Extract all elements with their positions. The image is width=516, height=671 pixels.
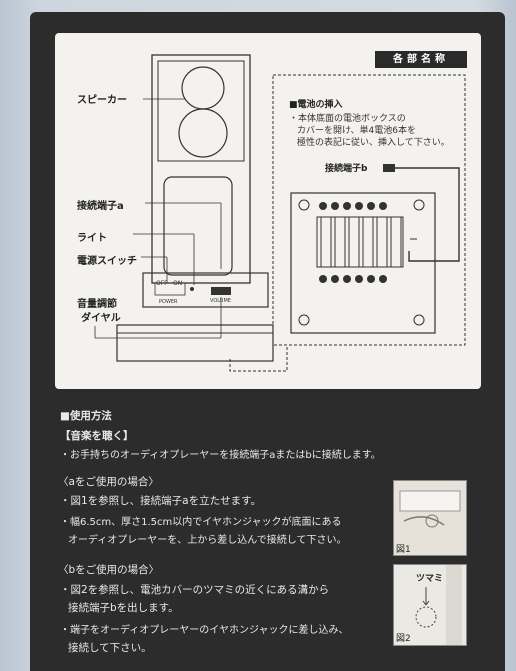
switch-on-text: ON [173,280,183,287]
figure-1-photo: 図1 [393,480,467,556]
power-switch-label: 電源スイッチ [77,256,137,267]
battery-line-2: カバーを開け、単4電池6本を [297,126,417,136]
instructions-heading: ■使用方法 [60,410,112,422]
switch-off-text: OFF [156,280,168,287]
volume-dial-label-1: 音量調節 [77,299,117,310]
connector-b-label: 接続端子b [325,164,368,174]
knob-label: ツマミ [416,574,444,584]
figure-1-illustration [394,481,466,555]
a-line-2: ・幅6.5cm、厚さ1.5cm以内でイヤホンジャックが底面にある [60,517,342,528]
speaker-label: スピーカー [77,95,127,106]
b-line-2: 接続端子bを出します。 [68,602,179,614]
b-heading: 〈bをご使用の場合〉 [58,564,160,576]
battery-line-1: ・本体底面の電池ボックスの [289,114,406,124]
music-heading: 【音楽を聴く】 [60,430,134,442]
light-label: ライト [77,233,107,244]
b-line-1: ・図2を参照し、電池カバーのツマミの近くにある溝から [60,584,330,596]
a-heading: 〈aをご使用の場合〉 [58,476,159,488]
battery-heading: ■電池の挿入 [289,100,343,110]
figure-2-illustration [394,565,466,645]
b-line-4: 接続して下さい。 [68,642,152,654]
connector-a-label: 接続端子a [77,201,124,212]
figure-2-photo: ツマミ 図2 [393,564,467,646]
battery-line-3: 極性の表記に従い、挿入して下さい。 [297,138,450,148]
switch-power-text: POWER [159,299,178,305]
device-illustration [94,54,466,372]
a-line-1: ・図1を参照し、接続端子aを立たせます。 [60,495,262,507]
parts-title: 各部名称 [375,51,467,68]
a-line-3: オーディオプレーヤーを、上から差し込んで接続して下さい。 [68,535,347,546]
figure-2-label: 図2 [396,634,411,644]
b-line-3: ・端子をオーディオプレーヤーのイヤホンジャックに差し込み、 [60,625,349,636]
volume-dial-label-2: ダイヤル [81,313,121,324]
parts-diagram: 各部名称 スピーカー 接続端子a ライト 電源スイッチ 音量調節 ダイヤル OF… [55,33,481,389]
volume-text: VOLUME [210,298,231,304]
figure-1-label: 図1 [396,545,411,555]
music-line: ・お手持ちのオーディオプレーヤーを接続端子aまたはbに接続します。 [60,450,381,461]
